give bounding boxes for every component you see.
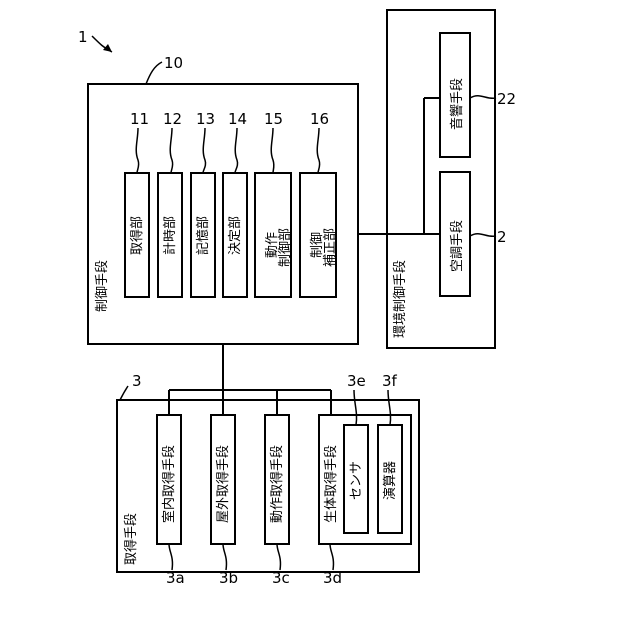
timer-unit-label: 計時部: [162, 216, 178, 255]
acquisition-means-label: 取得手段: [123, 513, 139, 565]
motion-acquisition-reference: 3c: [272, 569, 290, 587]
control-correction-unit-reference: 16: [310, 110, 329, 128]
air-conditioning-means-reference: 2: [497, 228, 507, 246]
storage-unit-label: 記憶部: [195, 216, 211, 255]
timer-unit-reference: 12: [163, 110, 182, 128]
acquisition-means-leader: [120, 386, 128, 400]
operation-control-unit-label-line2: 制御部: [278, 228, 293, 267]
air-conditioning-means-label: 空調手段: [450, 220, 465, 272]
system-reference-number: 1: [78, 28, 88, 46]
acquisition-unit-reference: 11: [130, 110, 149, 128]
indoor-acquisition-label: 室内取得手段: [161, 445, 177, 523]
indoor-acquisition-reference: 3a: [166, 569, 185, 587]
sensor-reference: 3e: [347, 372, 366, 390]
motion-acquisition-label: 動作取得手段: [269, 445, 285, 523]
calculator-reference: 3f: [382, 372, 398, 390]
sound-means-reference: 22: [497, 90, 516, 108]
outdoor-acquisition-label: 屋外取得手段: [215, 445, 231, 523]
sound-means-label: 音響手段: [449, 78, 465, 130]
decision-unit-label: 決定部: [228, 216, 243, 255]
control-means-leader: [146, 62, 162, 84]
control-means-label: 制御手段: [95, 260, 110, 312]
storage-unit-reference: 13: [196, 110, 215, 128]
sensor-label: センサ: [349, 461, 364, 500]
environment-control-label: 環境制御手段: [393, 260, 408, 338]
operation-control-unit-reference: 15: [264, 110, 283, 128]
decision-unit-reference: 14: [228, 110, 247, 128]
acquisition-unit-label: 取得部: [129, 216, 145, 255]
biological-acquisition-label: 生体取得手段: [323, 445, 339, 523]
control-means-reference: 10: [164, 54, 183, 72]
biological-acquisition-reference: 3d: [323, 569, 342, 587]
outdoor-acquisition-reference: 3b: [219, 569, 238, 587]
calculator-label: 演算器: [382, 461, 398, 500]
control-correction-unit-label-line2: 補正部: [323, 228, 338, 267]
acquisition-means-reference: 3: [132, 372, 142, 390]
